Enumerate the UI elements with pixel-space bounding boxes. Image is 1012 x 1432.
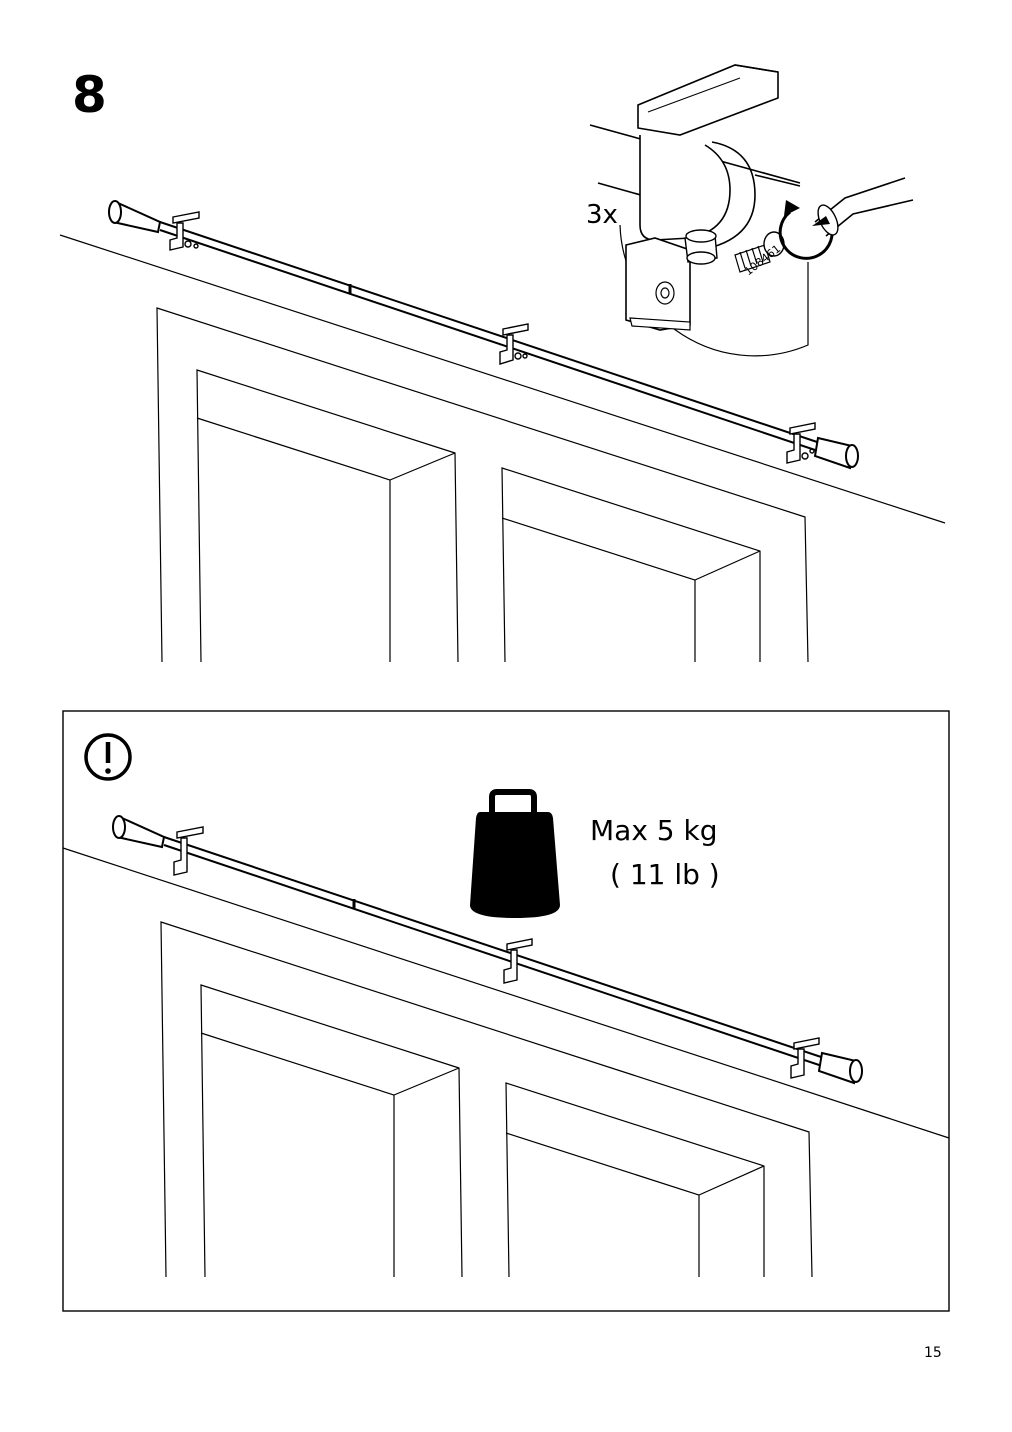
quantity-label: 3x: [586, 200, 618, 230]
page-number: 15: [924, 1345, 942, 1361]
weight-icon: [470, 789, 560, 918]
curtain-rod-top: [108, 200, 859, 470]
warning-panel: [62, 710, 950, 1312]
curtain-rod-bottom: [112, 815, 863, 1085]
step-number: 8: [72, 66, 107, 124]
bracket-detail: [589, 64, 914, 357]
max-weight-imperial: ( 11 lb ): [610, 858, 720, 891]
bottom-scene: [62, 815, 950, 1278]
screwdriver-icon: [812, 177, 914, 237]
clockwise-arrow-icon: [778, 210, 834, 260]
exclamation-circle-icon: [84, 733, 132, 781]
max-weight-metric: Max 5 kg: [590, 814, 718, 847]
top-scene: [59, 64, 946, 663]
